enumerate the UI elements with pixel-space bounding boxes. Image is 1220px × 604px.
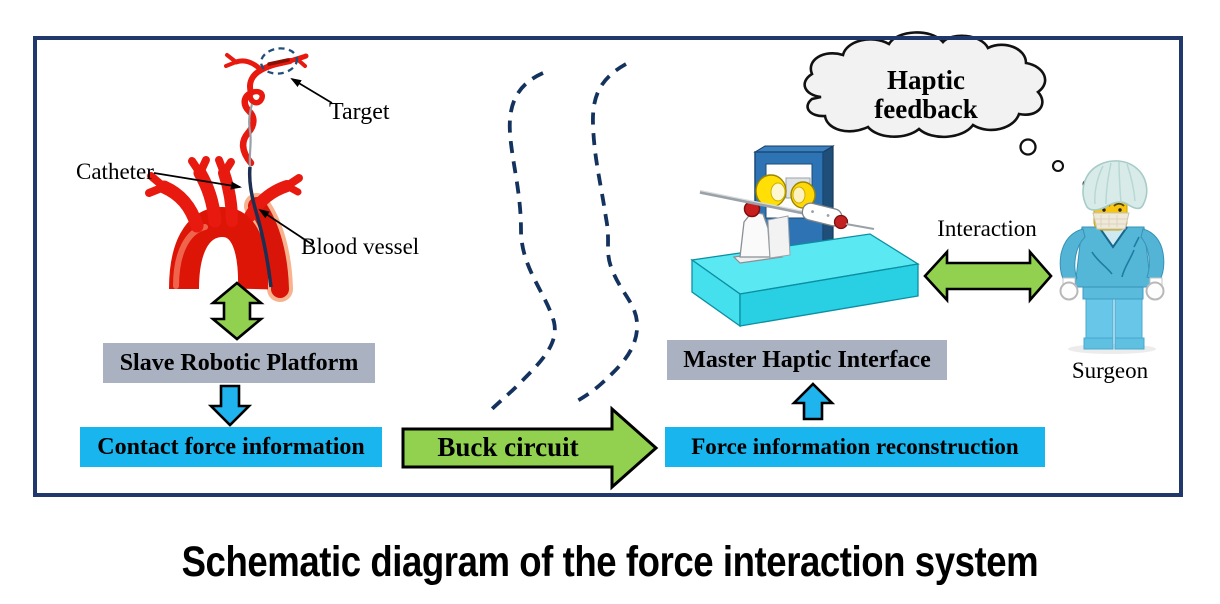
target-label: Target: [329, 99, 390, 125]
target-vessel-segment: [267, 58, 290, 66]
slave-down-arrow: [207, 384, 253, 427]
slave-double-arrow: [209, 281, 265, 341]
surgical-mask: [1092, 212, 1130, 230]
interaction-label: Interaction: [937, 216, 1037, 241]
surgeon-label: Surgeon: [1071, 358, 1149, 383]
thought-circle-large: [1019, 138, 1037, 156]
target-pointer-arrow: [290, 77, 333, 104]
dashed-line-right: [572, 62, 639, 405]
buck-circuit-label: Buck circuit: [437, 432, 579, 462]
haptic-feedback-cloud-text: Haptic feedback: [845, 66, 1007, 124]
cloud-line-2: feedback: [874, 94, 978, 124]
transmission-dashed-lines: [489, 62, 639, 412]
slave-robotic-platform-box: Slave Robotic Platform: [103, 343, 375, 383]
cloud-shape: [803, 31, 1047, 139]
catheter-label: Catheter: [76, 159, 154, 184]
thought-bubble: [803, 31, 1092, 189]
cloud-line-1: Haptic: [887, 65, 965, 95]
blood-vessel-label: Blood vessel: [301, 234, 420, 259]
guidewire-line: [248, 103, 254, 168]
force-information-reconstruction-box: Force information reconstruction: [665, 427, 1045, 467]
catheter-line: [247, 166, 273, 288]
thought-circle-medium: [1051, 159, 1065, 173]
catheter-pointer-arrow: [153, 172, 242, 190]
interaction-double-arrow: [923, 248, 1053, 304]
dashed-line-left: [489, 71, 557, 412]
blood-vessel-pointer-arrow: [258, 208, 314, 246]
handle-red-cap: [833, 214, 849, 230]
target-ellipse: [259, 47, 299, 75]
label-pointer-arrows: [153, 77, 333, 246]
diagram-border-frame: [33, 36, 1183, 497]
figure-caption-text: Schematic diagram of the force interacti…: [181, 538, 1039, 586]
figure-caption: Schematic diagram of the force interacti…: [0, 538, 1220, 586]
master-haptic-interface-box: Master Haptic Interface: [667, 340, 947, 380]
buck-circuit-arrow: [401, 405, 659, 491]
reconstruction-up-arrow: [790, 382, 836, 421]
surgeon-figure: [1059, 160, 1165, 354]
haptic-device-illustration: [690, 144, 920, 328]
contact-force-information-box: Contact force information: [80, 427, 382, 467]
